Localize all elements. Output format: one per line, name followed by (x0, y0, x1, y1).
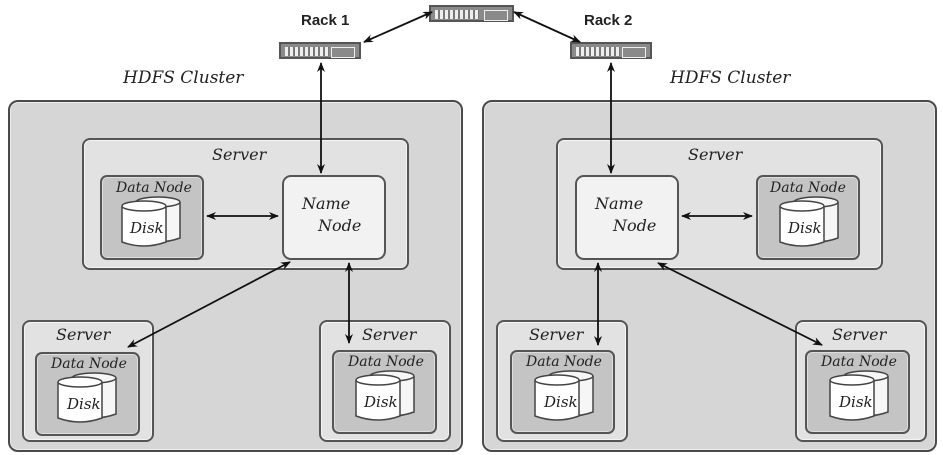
cluster2-title: HDFS Cluster (670, 68, 791, 88)
core-switch-icon (429, 5, 514, 22)
disk-label: Disk (839, 393, 873, 411)
name-node-line2: Node (613, 216, 657, 235)
server-title: Server (688, 145, 743, 164)
data-node-title: Data Node (770, 180, 846, 196)
arrow-c1-namenode-left (127, 261, 291, 348)
disk-label: Disk (788, 219, 822, 237)
disk-label: Disk (544, 393, 578, 411)
arrow-core-rack1 (363, 11, 433, 43)
server-title: Server (212, 145, 267, 164)
name-node (575, 175, 679, 260)
rack1-switch-icon (279, 42, 361, 59)
data-node-title: Data Node (821, 354, 897, 370)
disk-label: Disk (67, 395, 101, 413)
server-title: Server (832, 325, 887, 344)
data-node-title: Data Node (116, 180, 192, 196)
name-node (282, 175, 386, 260)
name-node-line1: Name (595, 194, 644, 213)
data-node-title: Data Node (526, 354, 602, 370)
name-node-line1: Name (302, 194, 351, 213)
server-title: Server (56, 325, 111, 344)
arrow-c2-namenode-right (657, 262, 823, 346)
disk-label: Disk (364, 393, 398, 411)
rack2-label: Rack 2 (584, 12, 633, 29)
cluster1-title: HDFS Cluster (123, 68, 244, 88)
data-node-title: Data Node (51, 356, 127, 372)
arrow-core-rack2 (513, 11, 581, 43)
server-title: Server (362, 325, 417, 344)
rack1-label: Rack 1 (301, 12, 350, 29)
name-node-line2: Node (318, 216, 362, 235)
rack2-switch-icon (570, 42, 652, 59)
disk-label: Disk (130, 219, 164, 237)
server-title: Server (529, 325, 584, 344)
data-node-title: Data Node (348, 354, 424, 370)
